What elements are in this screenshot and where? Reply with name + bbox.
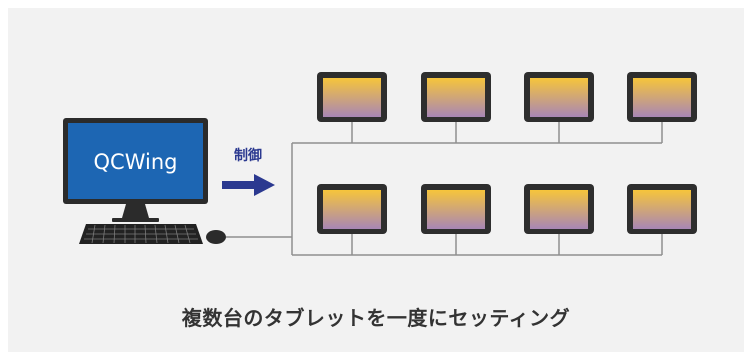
tablet-icon	[421, 184, 491, 234]
tablet-icon	[421, 72, 491, 122]
monitor-screen	[68, 123, 203, 199]
tablet-icon	[627, 72, 697, 122]
control-label: 制御	[234, 147, 262, 164]
tablet-icon	[627, 184, 697, 234]
tablet-icon	[524, 184, 594, 234]
tablet-icon	[317, 72, 387, 122]
desktop-computer-icon: QCWing	[63, 118, 208, 222]
mouse-icon	[206, 230, 226, 244]
keyboard-icon	[79, 224, 203, 244]
diagram-caption: 複数台のタブレットを一度にセッティング	[181, 306, 571, 330]
connection-lines	[226, 122, 663, 256]
tablet-icon	[317, 184, 387, 234]
monitor-stand	[122, 204, 149, 218]
tablet-icon	[524, 72, 594, 122]
arrow-right-icon	[222, 174, 275, 196]
monitor-logo: QCWing	[94, 150, 178, 174]
monitor-base	[112, 218, 159, 222]
